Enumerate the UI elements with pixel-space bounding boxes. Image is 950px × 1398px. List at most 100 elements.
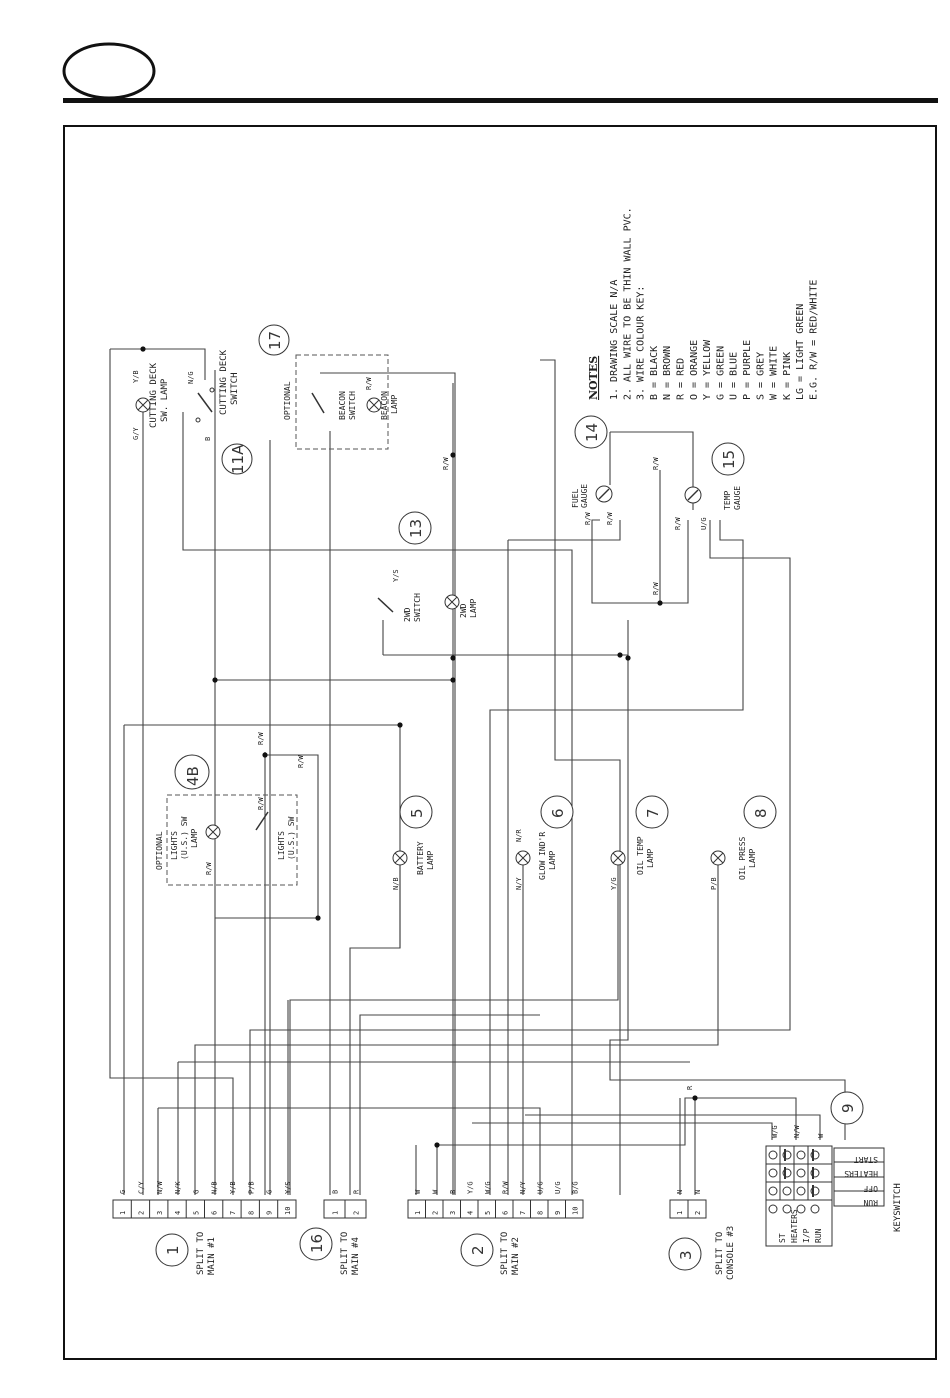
console3-wire-label: N (694, 1190, 702, 1194)
svg-text:15: 15 (720, 450, 738, 469)
main1-wire-label: N/B (211, 1181, 219, 1194)
svg-text:W/G: W/G (771, 1125, 779, 1138)
main2-wire-label: B (449, 1190, 457, 1194)
callout-17 (258, 324, 290, 356)
svg-text:R/W: R/W (257, 797, 265, 810)
svg-text:OPTIONAL: OPTIONAL (283, 381, 292, 420)
svg-text:9: 9 (839, 1103, 857, 1113)
main1-wire-label: G (266, 1190, 274, 1194)
callout-3 (668, 1237, 702, 1271)
main1-wire-label: N/K (174, 1181, 182, 1194)
main2-pin-label: 8 (536, 1211, 544, 1215)
svg-text:1: 1 (164, 1245, 182, 1255)
svg-text:R/W: R/W (652, 582, 660, 595)
svg-text:LAMP: LAMP (469, 599, 478, 618)
notes-line: N = BROWN (662, 346, 673, 400)
svg-text:R/W: R/W (297, 755, 305, 768)
section-badge (62, 42, 156, 100)
svg-text:SPLIT TO: SPLIT TO (196, 1232, 206, 1275)
svg-text:START: START (854, 1155, 878, 1164)
main1-wire-label: N/W (156, 1181, 164, 1194)
svg-text:P/B: P/B (710, 877, 718, 890)
battery-lamp-5: 5 BATTERY LAMP N/B (392, 795, 435, 890)
main2-pin-label: 4 (466, 1211, 474, 1215)
svg-text:ST: ST (778, 1233, 787, 1243)
svg-text:LAMP: LAMP (426, 851, 435, 870)
notes-line: K = PINK (782, 352, 793, 400)
svg-text:16: 16 (308, 1234, 326, 1253)
main1-pin-label: 1 (119, 1211, 127, 1215)
main1-pin-label: 3 (156, 1211, 164, 1215)
deck-lamp-label-1: CUTTING DECK (149, 362, 159, 428)
main1-wire-label: Y/S (284, 1181, 292, 1194)
notes-line: B = BLACK (649, 346, 660, 400)
svg-text:HEATERS: HEATERS (844, 1169, 878, 1178)
svg-text:SWITCH: SWITCH (230, 372, 240, 405)
svg-text:RUN: RUN (863, 1198, 878, 1207)
deck-lamp-label-2: SW. LAMP (160, 378, 170, 422)
svg-text:N/W: N/W (793, 1125, 801, 1138)
svg-text:MAIN #2: MAIN #2 (511, 1237, 521, 1275)
notes-line: U = BLUE (729, 352, 740, 400)
svg-text:7: 7 (644, 808, 662, 818)
svg-text:5: 5 (408, 808, 426, 818)
fuel-gauge-14: 14 FUEL GAUGE R/W R/W R/W R/W (442, 415, 660, 525)
main2-pin-label: 5 (484, 1211, 492, 1215)
main4-wire-label: B (332, 1190, 340, 1194)
main1-pin-label: 6 (211, 1211, 219, 1215)
beacon-group-17: OPTIONAL BEACON SWITCH BEACON LAMP R/W 1… (258, 324, 399, 450)
diagram-frame (63, 125, 937, 1360)
oil-press-lamp-8: 8 OIL PRESS LAMP P/B (710, 795, 777, 890)
svg-text:2WD: 2WD (403, 607, 412, 622)
svg-text:R: R (686, 1085, 694, 1090)
svg-text:RUN: RUN (814, 1228, 823, 1243)
svg-text:14: 14 (583, 423, 601, 442)
cutting-deck-switch-11a: CUTTING DECK SWITCH N/G B 11A (187, 349, 253, 475)
svg-text:LAMP: LAMP (390, 395, 399, 414)
callout-6 (540, 795, 574, 829)
temp-gauge-15: 15 TEMP GAUGE R/W U/G R/W (652, 442, 745, 595)
main1-pin-label: 4 (174, 1211, 182, 1215)
svg-text:GLOW IND'R: GLOW IND'R (538, 832, 547, 880)
callout-5 (399, 795, 433, 829)
main2-wire-label: W/G (484, 1181, 492, 1194)
main1-wire-label: G (192, 1190, 200, 1194)
svg-text:MAIN #4: MAIN #4 (351, 1237, 361, 1275)
callout-4b (174, 754, 210, 790)
main2-wire-label: R/W (501, 1181, 509, 1194)
svg-text:R/W: R/W (257, 732, 265, 745)
svg-text:LIGHTS: LIGHTS (170, 831, 179, 860)
svg-text:BEACON: BEACON (338, 391, 347, 420)
callout-1 (155, 1233, 189, 1267)
console3-pin-label: 1 (676, 1211, 684, 1215)
svg-text:2: 2 (469, 1245, 487, 1255)
notes-line: 1. DRAWING SCALE N/A (609, 280, 620, 400)
header-rule (63, 98, 938, 103)
svg-text:GAUGE: GAUGE (580, 484, 589, 508)
svg-text:SPLIT TO: SPLIT TO (500, 1232, 510, 1275)
main1-pin-label: 5 (192, 1211, 200, 1215)
svg-text:LAMP: LAMP (190, 829, 199, 848)
main2-wire-label: W (431, 1189, 439, 1194)
main1-wire-label: C/Y (137, 1181, 145, 1194)
main2-wire-label: U/G (554, 1181, 562, 1194)
main4-wire-label: R (353, 1189, 361, 1194)
notes-line: O = ORANGE (689, 340, 700, 400)
svg-text:B: B (204, 437, 212, 441)
svg-text:CUTTING DECK: CUTTING DECK (219, 349, 229, 415)
svg-text:R/W: R/W (652, 457, 660, 470)
cutting-deck-lamp: CUTTING DECK SW. LAMP G/Y Y/B (132, 362, 170, 440)
svg-text:R/W: R/W (365, 377, 373, 390)
svg-text:4B: 4B (184, 766, 202, 786)
svg-text:6: 6 (549, 808, 567, 818)
svg-text:R/W: R/W (442, 457, 450, 470)
glow-lamp-6: 6 GLOW IND'R LAMP N/Y N/R (515, 795, 574, 890)
svg-text:W: W (817, 1133, 825, 1138)
main2-wire-label: Y/G (466, 1181, 474, 1194)
main1-wire-label: P/B (247, 1181, 255, 1194)
main1-wire-label: G (119, 1190, 127, 1194)
junction-dots (140, 346, 698, 1148)
main1-pin-label: 8 (247, 1211, 255, 1215)
